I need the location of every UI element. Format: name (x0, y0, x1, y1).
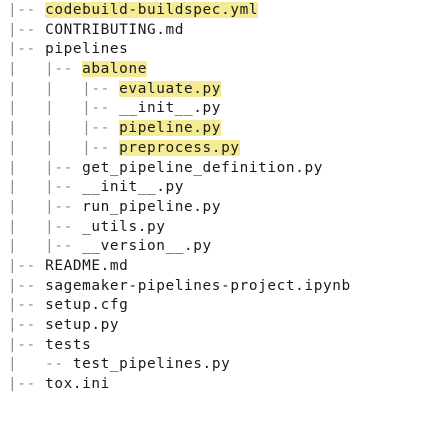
tree-line[interactable]: | |-- abalone (8, 60, 351, 80)
tree-item-name: test_pipelines.py (72, 356, 231, 373)
tree-prefix: | |-- (8, 159, 83, 176)
tree-line[interactable]: |-- codebuild-buildspec.yml (8, 1, 351, 21)
tree-line[interactable]: |-- tests (8, 336, 351, 356)
tree-item-name: __init__.py (82, 179, 185, 196)
tree-line[interactable]: | |-- run_pipeline.py (8, 198, 351, 218)
tree-item-name: __version__.py (82, 238, 212, 255)
tree-prefix: |-- (8, 2, 46, 18)
tree-line[interactable]: |-- README.md (8, 257, 351, 277)
tree-prefix: | | |-- (8, 100, 120, 117)
tree-line[interactable]: |-- CONTRIBUTING.md (8, 21, 351, 41)
tree-item-name: codebuild-buildspec.yml (45, 2, 259, 18)
tree-item-name: pipeline.py (119, 120, 222, 137)
tree-line[interactable]: | | |-- pipeline.py (8, 119, 351, 139)
tree-prefix: |-- (8, 257, 46, 274)
tree-line[interactable]: | -- test_pipelines.py (8, 355, 351, 375)
tree-line[interactable]: |-- pipelines (8, 40, 351, 60)
tree-line[interactable]: |-- setup.py (8, 316, 351, 336)
tree-prefix: | |-- (8, 238, 83, 255)
tree-item-name: CONTRIBUTING.md (45, 21, 185, 38)
tree-item-name: run_pipeline.py (82, 198, 222, 215)
tree-prefix: |-- (8, 277, 46, 294)
tree-prefix: | -- (8, 356, 73, 373)
tree-item-name: setup.cfg (45, 297, 129, 314)
tree-item-name: evaluate.py (119, 80, 222, 97)
tree-prefix: |-- (8, 336, 46, 353)
tree-line[interactable]: |-- setup.cfg (8, 296, 351, 316)
tree-item-name: tox.ini (45, 376, 110, 393)
tree-item-name: tests (45, 336, 92, 353)
tree-prefix: | |-- (8, 198, 83, 215)
tree-line[interactable]: | | |-- preprocess.py (8, 139, 351, 159)
tree-item-name: _utils.py (82, 218, 166, 235)
tree-line[interactable]: | | |-- __init__.py (8, 99, 351, 119)
tree-prefix: |-- (8, 376, 46, 393)
tree-prefix: | | |-- (8, 120, 120, 137)
tree-prefix: | |-- (8, 218, 83, 235)
tree-line[interactable]: | |-- get_pipeline_definition.py (8, 159, 351, 179)
tree-line[interactable]: | |-- __init__.py (8, 178, 351, 198)
tree-item-name: setup.py (45, 317, 120, 333)
tree-item-name: pipelines (45, 41, 129, 58)
tree-item-name: sagemaker-pipelines-project.ipynb (45, 277, 351, 294)
tree-line[interactable]: | |-- __version__.py (8, 237, 351, 257)
tree-line[interactable]: |-- tox.ini (8, 375, 351, 395)
tree-prefix: | | |-- (8, 139, 120, 156)
tree-prefix: | | |-- (8, 80, 120, 97)
tree-prefix: |-- (8, 297, 46, 314)
tree-line[interactable]: |-- sagemaker-pipelines-project.ipynb (8, 277, 351, 297)
tree-line[interactable]: | | |-- evaluate.py (8, 80, 351, 100)
tree-item-name: README.md (45, 257, 129, 274)
tree-prefix: |-- (8, 21, 46, 38)
file-tree: |-- codebuild-buildspec.yml |-- CONTRIBU… (8, 1, 351, 395)
tree-item-name: __init__.py (119, 100, 222, 117)
tree-line[interactable]: | |-- _utils.py (8, 218, 351, 238)
tree-prefix: | |-- (8, 179, 83, 196)
tree-prefix: | |-- (8, 61, 83, 78)
tree-prefix: |-- (8, 317, 46, 333)
tree-item-name: get_pipeline_definition.py (82, 159, 323, 176)
tree-prefix: |-- (8, 41, 46, 58)
tree-item-name: abalone (82, 61, 147, 78)
tree-item-name: preprocess.py (119, 139, 240, 156)
